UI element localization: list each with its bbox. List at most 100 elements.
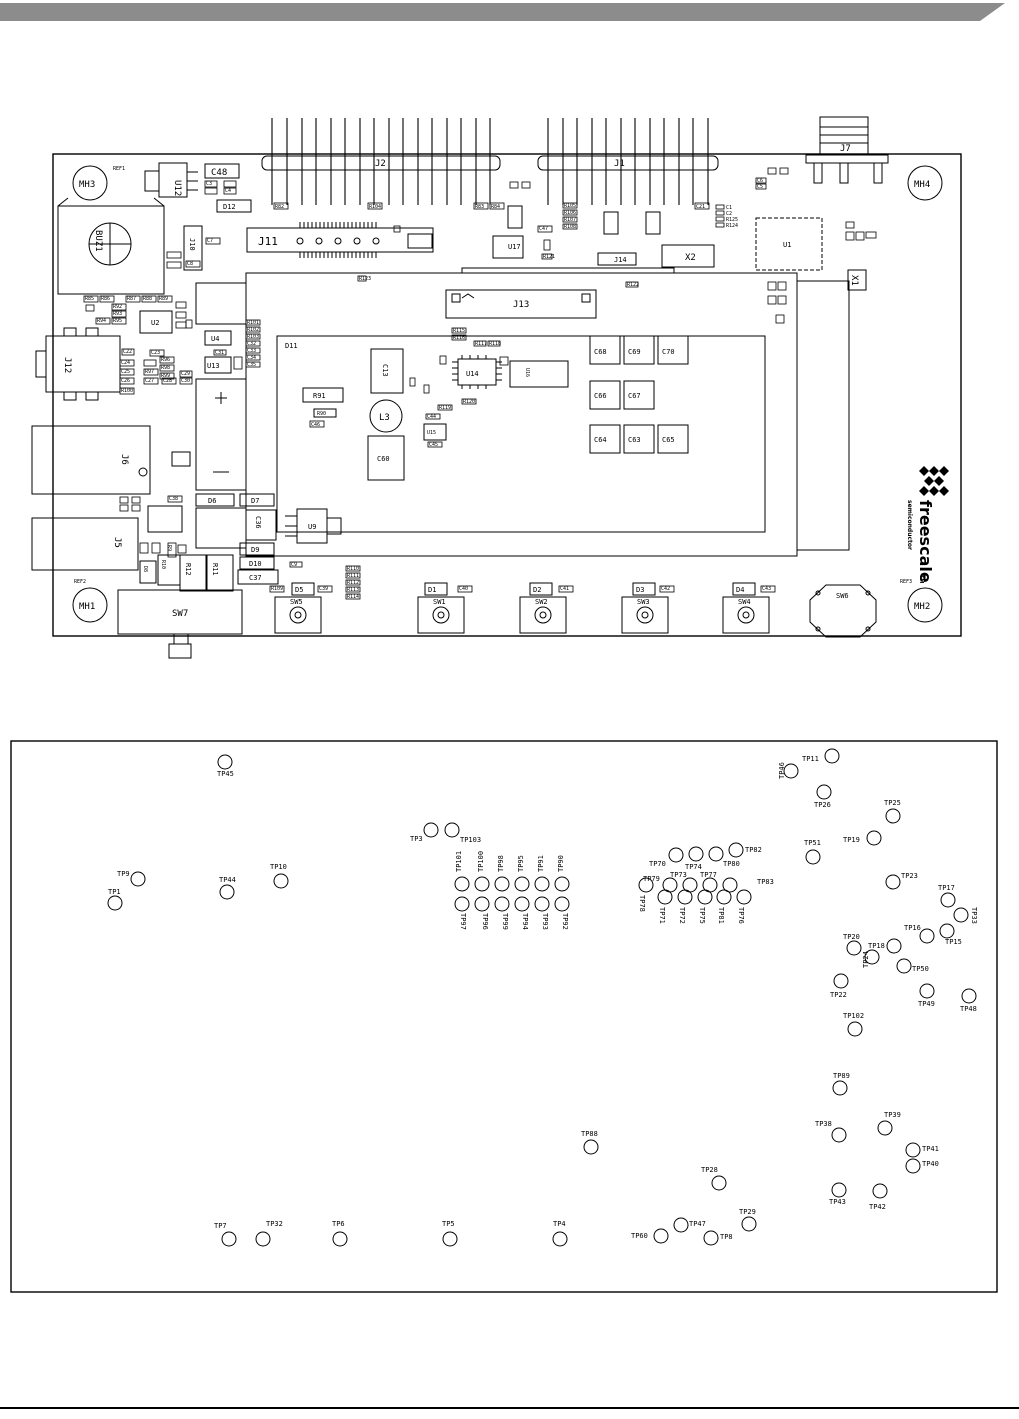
tiny-label: R88 [143,296,152,302]
test-point-label: TP78 [638,895,646,912]
buzzer [57,197,165,295]
test-point-label: TP95 [517,855,525,872]
test-point-pad [783,763,799,779]
led-label: D2 [533,586,541,594]
tiny-label: C45 [429,442,438,448]
u9-ic [285,508,342,544]
test-point-pad [474,876,490,892]
cap-label: C68 [594,348,607,356]
j14-label: J14 [614,256,627,264]
j10-label: J10 [188,238,196,251]
test-point-pad [657,889,673,905]
tiny-label: R93 [113,311,122,317]
test-point-label: TP60 [631,1232,648,1240]
test-point-label: TP91 [537,855,545,872]
test-point-pad [130,871,146,887]
d7-label: D7 [251,497,259,505]
r9-label: R9 [166,545,172,551]
d11-label: D11 [285,342,298,350]
mh1-label: MH1 [79,602,95,612]
test-point-pad [846,940,862,956]
tiny-label: R96 [161,357,170,363]
test-point-label: TP38 [815,1120,832,1128]
test-point-pad [885,808,901,824]
test-point-label: TP29 [739,1208,756,1216]
test-point-pad [534,896,550,912]
sw6-switch [809,584,877,638]
tiny-label: R116 [453,335,465,341]
ref1-label: REF1 [113,166,125,172]
test-point-label: TP32 [266,1220,283,1228]
test-point-label: TP72 [678,907,686,924]
tiny-label: R100 [121,388,133,394]
test-point-label: TP6 [332,1220,345,1228]
tiny-label: R109 [271,586,283,592]
tiny-label: R123 [359,276,371,282]
test-point-pad [886,938,902,954]
cap-label: C63 [628,436,641,444]
ref2-label: REF2 [74,579,86,585]
test-point-pad [722,877,738,893]
test-point-label: TP39 [884,1111,901,1119]
test-point-label: TP51 [804,839,821,847]
tiny-label: C1 [726,205,732,211]
tiny-label: R83 [475,204,484,210]
j2-header [261,118,501,205]
test-point-pad [832,1080,848,1096]
test-point-pad [554,876,570,892]
footer-rule [0,1407,1019,1409]
test-point-label: TP33 [970,907,978,924]
test-point-label: TP80 [723,860,740,868]
tiny-label: R95 [113,318,122,324]
cap-label: C66 [594,392,607,400]
test-point-pad [833,973,849,989]
freescale-logo [919,466,949,496]
buz1-label: BUZ1 [93,230,103,252]
test-point-pad [711,1175,727,1191]
test-point-pad [866,830,882,846]
test-point-label: TP46 [778,762,786,779]
u9-label: U9 [308,523,316,531]
u14-label: U14 [466,370,479,378]
c48-label: C48 [211,168,227,178]
test-point-pad [824,748,840,764]
test-point-label: TP19 [843,836,860,844]
test-point-label: TP90 [557,855,565,872]
sw7-switch [117,589,243,659]
ref3-label: REF3 [900,579,912,585]
tiny-label: C8 [187,261,193,267]
test-point-pad [716,889,732,905]
tiny-label: R94 [97,318,106,324]
tiny-label: R117 [475,341,487,347]
test-point-pad [919,928,935,944]
test-point-label: TP40 [922,1160,939,1168]
j1-label: J1 [614,159,625,169]
tiny-label: C33 [247,348,256,354]
board-outline-bottom [10,740,998,1293]
tiny-label: R87 [127,296,136,302]
test-point-label: TP49 [918,1000,935,1008]
test-point-label: TP5 [442,1220,455,1228]
u13-label: U13 [207,362,220,370]
tiny-label: C43 [762,586,771,592]
test-point-label: TP75 [698,907,706,924]
cap-label: C65 [662,436,675,444]
test-point-label: TP11 [802,755,819,763]
test-point-pad [885,874,901,890]
test-point-pad [107,895,123,911]
test-point-pad [805,849,821,865]
r90-label: R90 [317,411,326,417]
u12-label: U12 [172,180,182,196]
c13-label: C13 [381,364,389,377]
tiny-label: R99 [161,373,170,379]
test-point-label: TP101 [455,851,463,872]
switch-label: SW2 [535,598,548,606]
test-point-label: TP89 [833,1072,850,1080]
u14-ic [452,355,502,389]
d8-label: D8 [142,566,148,572]
sw7-label: SW7 [172,609,188,619]
c36-label: C36 [254,516,262,529]
tiny-label: C4 [225,188,231,194]
tiny-label: R120 [463,399,475,405]
test-point-label: TP92 [561,913,569,930]
